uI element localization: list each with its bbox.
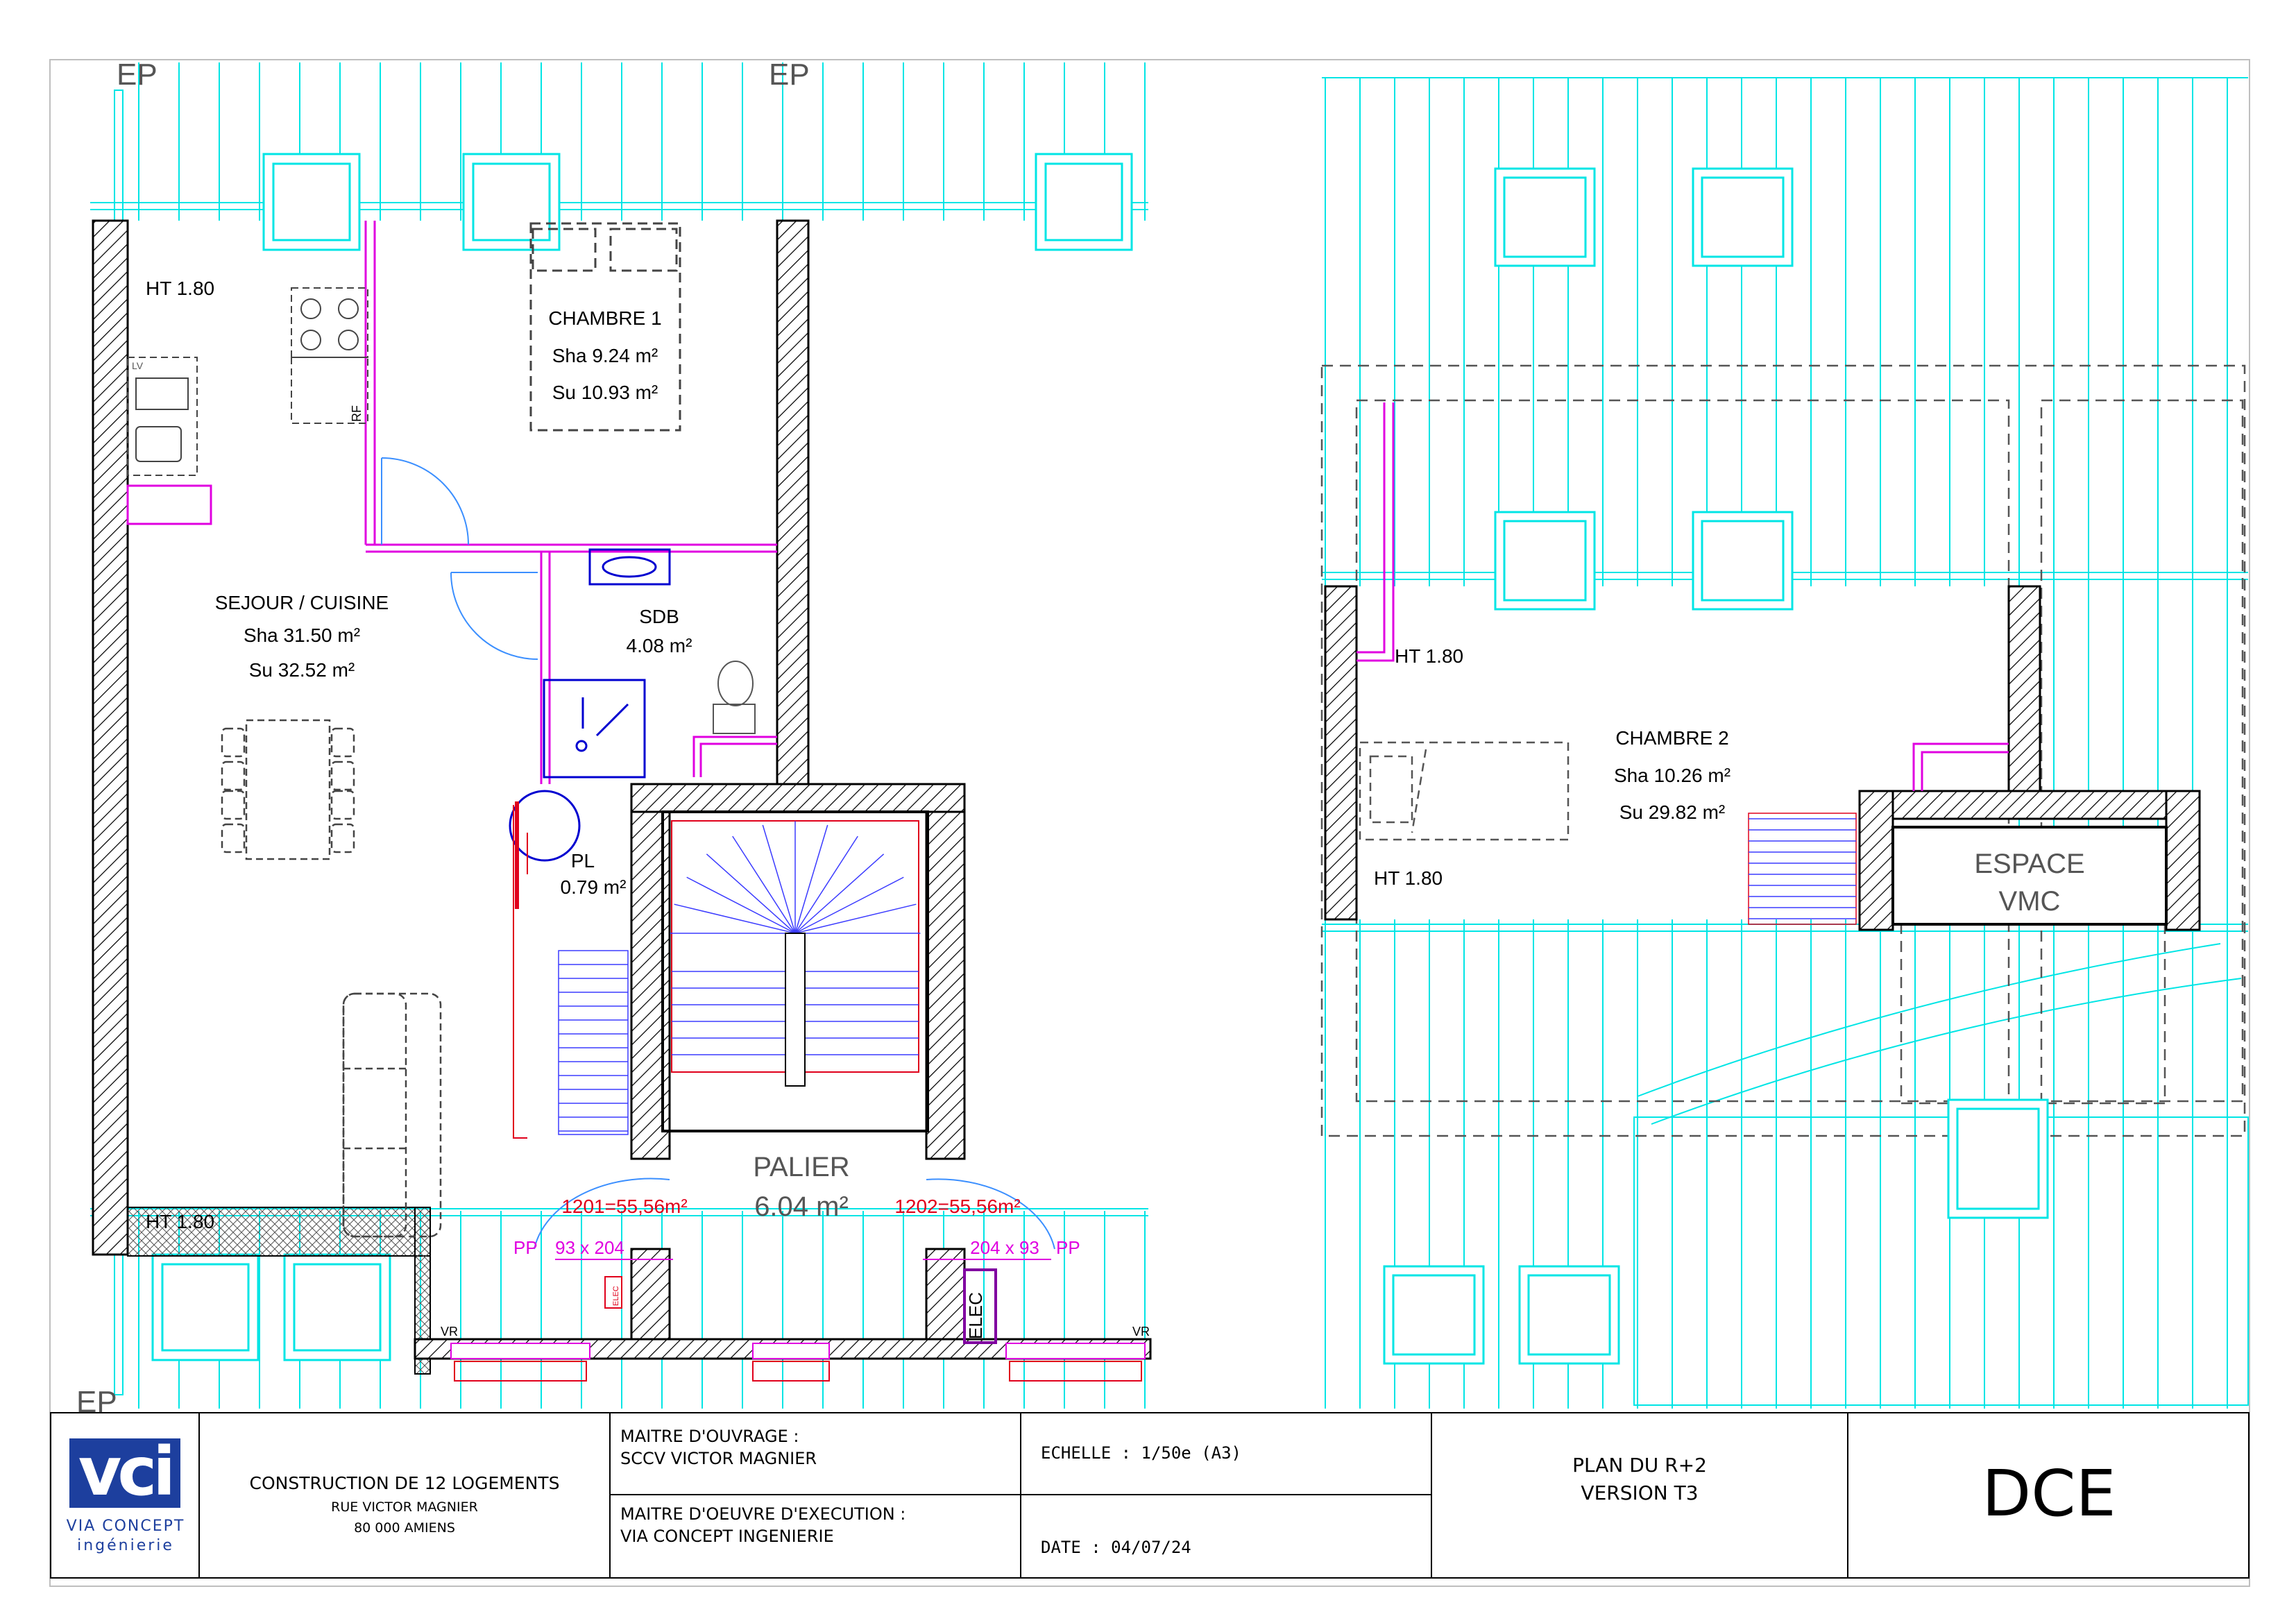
logo-text-1: VIA CONCEPT xyxy=(66,1518,185,1535)
pp-label: PP xyxy=(513,1237,538,1258)
room-name: PL xyxy=(571,850,595,872)
wardrobe-chambre1 xyxy=(529,222,681,432)
lv-label: LV xyxy=(132,360,144,371)
room-area-su: Su 32.52 m² xyxy=(249,659,355,681)
room-area: 0.79 m² xyxy=(561,876,627,898)
door-reference: 1202=55,56m² xyxy=(894,1196,1020,1217)
elec-label: ELEC xyxy=(965,1292,986,1339)
skylights-bottom-left xyxy=(151,1253,391,1361)
kitchen-fixtures xyxy=(127,287,368,476)
room-area: 6.04 m² xyxy=(754,1191,849,1222)
sofa xyxy=(342,992,442,1238)
room-area: 4.08 m² xyxy=(627,635,692,656)
room-name: CHAMBRE 1 xyxy=(548,307,661,329)
vr-label: VR xyxy=(441,1325,458,1339)
rf-label: RF xyxy=(350,405,364,422)
height-label: HT 1.80 xyxy=(1395,645,1463,667)
logo-mark: vci xyxy=(69,1438,180,1508)
moe-value: VIA CONCEPT INGENIERIE xyxy=(620,1527,834,1546)
room-name: PALIER xyxy=(753,1152,849,1182)
ep-label: EP xyxy=(769,58,810,92)
height-label: HT 1.80 xyxy=(146,278,214,299)
room-area-su: Su 29.82 m² xyxy=(1619,801,1726,823)
ep-label: EP xyxy=(117,58,158,92)
moa-label: MAITRE D'OUVRAGE : xyxy=(620,1427,799,1446)
skylights-top-left xyxy=(262,153,1133,251)
date-label: DATE : 04/07/24 xyxy=(1041,1538,1191,1557)
pp-label: PP xyxy=(1056,1237,1080,1258)
room-name: CHAMBRE 2 xyxy=(1615,727,1728,749)
exterior-walls-left xyxy=(92,219,966,1358)
plan-title: PLAN DU R+2 xyxy=(1572,1454,1707,1477)
project-title: CONSTRUCTION DE 12 LOGEMENTS xyxy=(249,1473,560,1493)
phase-cell: DCE xyxy=(1848,1412,2250,1579)
room-name: VMC xyxy=(1999,886,2061,917)
door-size: 93 x 204 xyxy=(555,1237,624,1258)
project-city: 80 000 AMIENS xyxy=(354,1520,455,1536)
logo-cell: vci VIA CONCEPT ingénierie xyxy=(50,1412,200,1579)
actors-cell: MAITRE D'OUVRAGE : SCCV VICTOR MAGNIER M… xyxy=(611,1412,1021,1579)
phase-label: DCE xyxy=(1982,1456,2116,1531)
room-area-sha: Sha 9.24 m² xyxy=(552,345,658,366)
plan-labels: EP EP EP HT 1.80 HT 1.80 HT 1.80 HT 1.80… xyxy=(76,58,2085,1419)
scale-label: ECHELLE : 1/50e (A3) xyxy=(1041,1443,1241,1463)
partitions-left xyxy=(126,221,777,784)
door-swings-left xyxy=(381,457,538,660)
bathroom-fixtures xyxy=(509,548,671,862)
title-block xyxy=(50,1412,2250,1579)
small-stair xyxy=(558,950,629,1135)
walls-right xyxy=(1324,585,2201,931)
vr-label: VR xyxy=(1132,1325,1150,1339)
room-name: SEJOUR / CUISINE xyxy=(215,592,389,613)
plan-version: VERSION T3 xyxy=(1581,1481,1699,1504)
plan-title-cell: PLAN DU R+2 VERSION T3 xyxy=(1432,1412,1848,1579)
main-staircase xyxy=(661,810,929,1132)
dining-table xyxy=(221,719,355,860)
height-label: HT 1.80 xyxy=(146,1211,214,1232)
palier-door-swings xyxy=(534,1178,1055,1250)
room-area-sha: Sha 31.50 m² xyxy=(244,624,360,646)
door-size: 204 x 93 xyxy=(970,1237,1039,1258)
vci-logo: vci xyxy=(69,1438,180,1508)
scale-date-cell: ECHELLE : 1/50e (A3) DATE : 04/07/24 xyxy=(1021,1412,1432,1579)
logo-text-2: ingénierie xyxy=(77,1537,174,1554)
door-reference: 1201=55,56m² xyxy=(561,1196,687,1217)
room-name: ESPACE xyxy=(1974,849,2084,879)
right-floor-plan xyxy=(1320,77,2249,1409)
room-area-sha: Sha 10.26 m² xyxy=(1614,765,1730,786)
moe-label: MAITRE D'OEUVRE D'EXECUTION : xyxy=(620,1504,906,1524)
height-label: HT 1.80 xyxy=(1374,867,1443,889)
elec-panel-label: ELEC xyxy=(612,1286,620,1306)
sheet-border xyxy=(49,59,2250,1587)
moa-value: SCCV VICTOR MAGNIER xyxy=(620,1449,817,1468)
room-name: SDB xyxy=(639,606,679,627)
skylights-right xyxy=(1383,167,2049,1365)
left-floor-plan xyxy=(90,62,1152,1409)
project-street: RUE VICTOR MAGNIER xyxy=(331,1499,478,1515)
room-area-su: Su 10.93 m² xyxy=(552,382,658,403)
project-cell: CONSTRUCTION DE 12 LOGEMENTS RUE VICTOR … xyxy=(200,1412,611,1579)
